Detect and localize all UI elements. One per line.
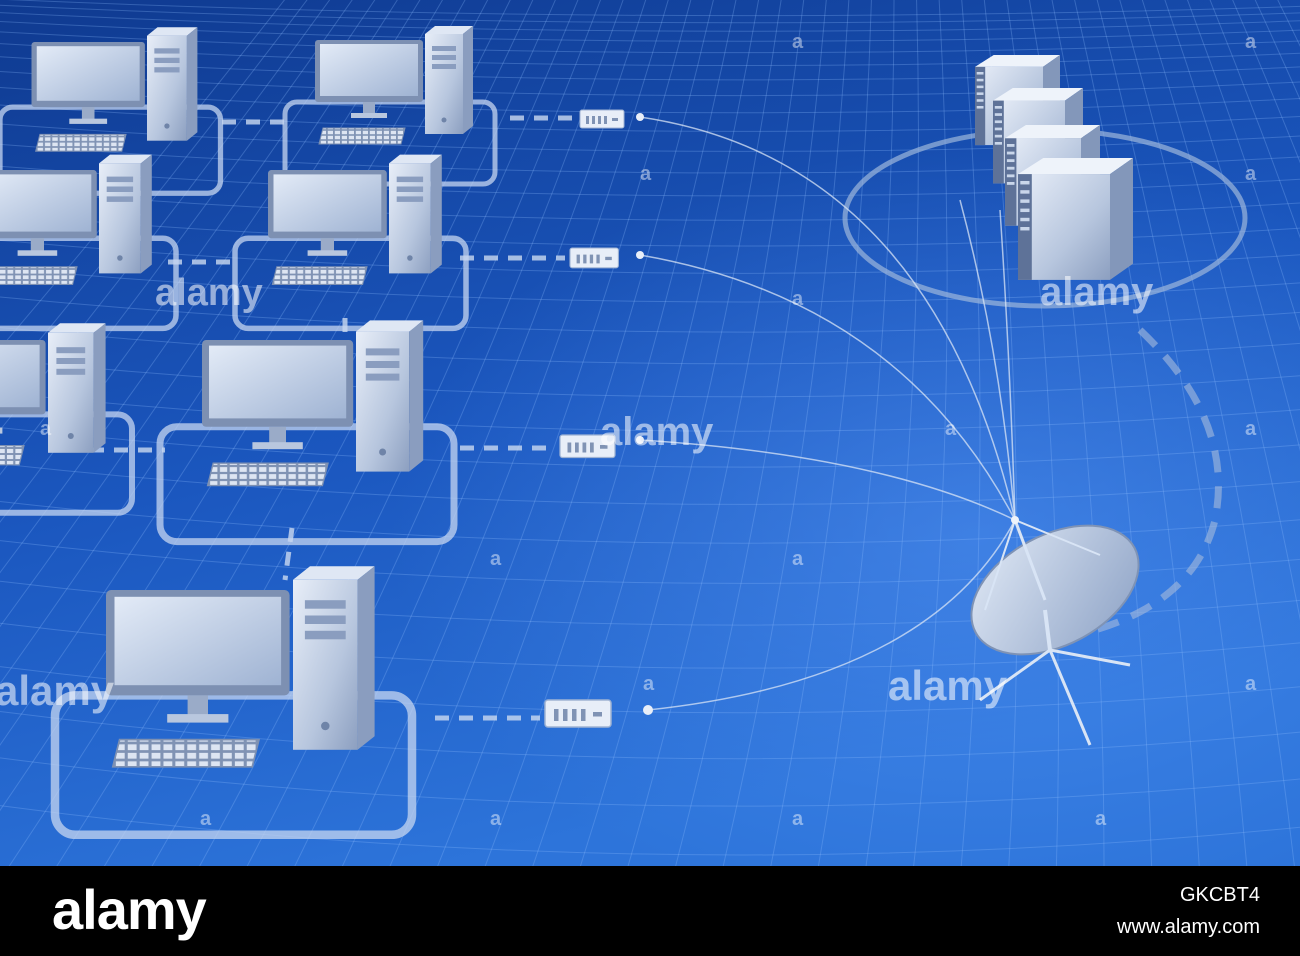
switch-2 bbox=[570, 248, 618, 268]
watermark-mark: a bbox=[792, 548, 804, 570]
watermark-text: alamy bbox=[1040, 270, 1154, 314]
watermark-mark: a bbox=[490, 808, 502, 830]
watermark-mark: a bbox=[1095, 808, 1107, 830]
watermark-mark: a bbox=[1245, 673, 1257, 695]
switch-4 bbox=[545, 700, 611, 727]
stock-footer-bar: alamy GKCBT4 www.alamy.com bbox=[0, 866, 1300, 956]
watermark-mark: a bbox=[1245, 418, 1257, 440]
watermark-mark: a bbox=[640, 163, 652, 185]
watermark-text: alamy bbox=[0, 667, 115, 714]
image-id: GKCBT4 bbox=[1180, 884, 1260, 906]
watermark-mark: a bbox=[40, 418, 52, 440]
switch-1 bbox=[580, 110, 624, 128]
watermark-text: alamy bbox=[155, 272, 263, 314]
watermark-mark: a bbox=[792, 808, 804, 830]
alamy-logo: alamy bbox=[52, 880, 206, 940]
watermark-mark: a bbox=[200, 808, 212, 830]
watermark-mark: a bbox=[792, 288, 804, 310]
watermark-mark: a bbox=[1245, 31, 1257, 53]
watermark-mark: a bbox=[490, 548, 502, 570]
watermark-text: alamy bbox=[600, 410, 714, 454]
network-diagram-canvas: alamy alamy alamy alamy alamy a a a a a … bbox=[0, 0, 1300, 866]
watermark-mark: a bbox=[945, 418, 957, 440]
site-url: www.alamy.com bbox=[1117, 916, 1260, 938]
watermark-mark: a bbox=[792, 31, 804, 53]
watermark-mark: a bbox=[1245, 163, 1257, 185]
watermark-mark: a bbox=[643, 673, 655, 695]
watermark-text: alamy bbox=[888, 662, 1008, 709]
